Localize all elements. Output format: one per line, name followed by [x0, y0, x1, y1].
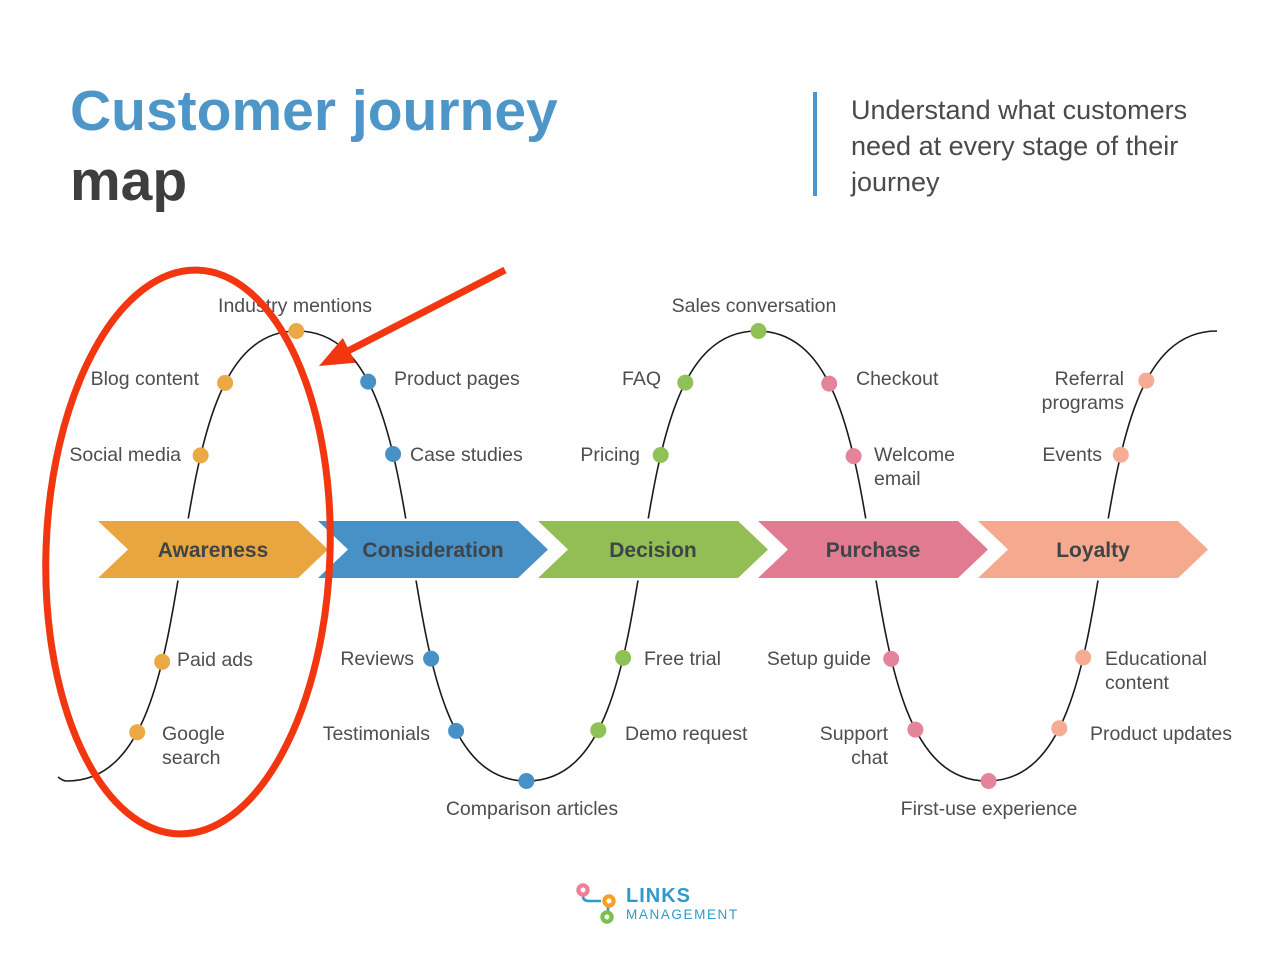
stage-label-decision: Decision	[609, 539, 697, 562]
touchpoint-label-free-trial: Free trial	[644, 648, 721, 670]
touchpoint-label-product-pages: Product pages	[394, 368, 520, 390]
touchpoint-dot-google-search	[129, 724, 146, 741]
touchpoint-label-demo-request: Demo request	[625, 723, 748, 745]
page-title-line1: Customer journey	[70, 79, 558, 143]
touchpoint-dot-faq	[677, 374, 694, 391]
logo-text-links: LINKS	[626, 884, 691, 907]
touchpoint-dot-support-chat	[907, 721, 924, 738]
touchpoint-label-industry-mentions: Industry mentions	[218, 295, 372, 317]
touchpoint-label-setup-guide: Setup guide	[767, 648, 871, 670]
touchpoint-label-paid-ads: Paid ads	[177, 649, 253, 671]
touchpoint-dot-checkout	[821, 375, 838, 392]
stage-banner-loyalty	[971, 518, 1212, 581]
touchpoint-dot-social-media	[192, 447, 209, 464]
stage-label-consideration: Consideration	[362, 539, 503, 562]
touchpoint-label-pricing: Pricing	[580, 444, 640, 466]
touchpoint-label-first-use-experience: First-use experience	[901, 798, 1078, 820]
touchpoint-dot-educational-content	[1075, 649, 1092, 666]
logo-text: LINKS MANAGEMENT	[626, 884, 739, 923]
stage-banner-consideration	[311, 518, 552, 581]
touchpoint-dot-welcome-email	[845, 448, 862, 465]
touchpoint-label-product-updates: Product updates	[1090, 723, 1232, 745]
touchpoint-label-checkout: Checkout	[856, 368, 939, 390]
touchpoint-label-testimonials: Testimonials	[323, 723, 431, 745]
touchpoint-dot-product-updates	[1051, 720, 1068, 737]
logo-dot-pink	[576, 883, 590, 897]
highlight-ellipse-awareness	[42, 266, 334, 838]
touchpoint-dot-testimonials	[448, 722, 465, 739]
touchpoint-label-case-studies: Case studies	[410, 444, 523, 466]
stage-label-awareness: Awareness	[158, 539, 269, 562]
touchpoint-label-reviews: Reviews	[340, 648, 414, 670]
stage-banner-decision	[531, 518, 772, 581]
subtitle-block: Understand what customers need at every …	[813, 92, 1251, 200]
touchpoint-dot-product-pages	[360, 373, 377, 390]
page-title-line2: map	[70, 149, 188, 213]
page-title: Customer journey map	[70, 76, 558, 216]
subtitle-accent-bar	[813, 92, 817, 196]
stage-label-loyalty: Loyalty	[1056, 539, 1130, 562]
touchpoint-dot-setup-guide	[883, 650, 900, 667]
touchpoint-label-events: Events	[1042, 444, 1102, 466]
touchpoint-dot-pricing	[652, 447, 669, 463]
touchpoint-dot-case-studies	[385, 446, 402, 462]
touchpoint-dot-demo-request	[590, 722, 607, 739]
touchpoint-label-social-media: Social media	[69, 444, 181, 466]
touchpoint-dot-events	[1112, 446, 1129, 463]
logo-dot-green	[600, 910, 614, 924]
annotation-arrow-line	[344, 266, 507, 356]
journey-curve	[57, 330, 1218, 782]
touchpoint-dot-paid-ads	[154, 653, 171, 670]
logo-branch-icon	[576, 883, 616, 924]
touchpoint-label-faq: FAQ	[622, 368, 661, 390]
stage-banner-awareness	[91, 518, 332, 581]
touchpoint-label-blog-content: Blog content	[91, 368, 200, 390]
logo-dot-orange	[602, 894, 616, 908]
touchpoint-label-comparison-articles: Comparison articles	[446, 798, 619, 820]
touchpoint-dot-blog-content	[217, 374, 234, 391]
logo-text-management: MANAGEMENT	[626, 906, 739, 922]
touchpoint-dot-industry-mentions	[288, 323, 305, 339]
subtitle-text: Understand what customers need at every …	[851, 95, 1188, 197]
touchpoint-dot-reviews	[423, 650, 440, 667]
touchpoint-dot-comparison-articles	[518, 773, 535, 789]
touchpoint-dot-first-use-experience	[980, 773, 997, 789]
touchpoint-dot-free-trial	[615, 649, 632, 666]
touchpoint-label-sales-conversation: Sales conversation	[672, 295, 837, 317]
touchpoint-dot-sales-conversation	[750, 323, 767, 339]
annotation-arrow-head	[319, 338, 356, 366]
stage-banner-purchase	[751, 518, 992, 581]
stage-label-purchase: Purchase	[826, 539, 921, 562]
links-management-logo: LINKS MANAGEMENT	[570, 876, 739, 932]
touchpoint-dot-referral-programs	[1138, 372, 1155, 389]
